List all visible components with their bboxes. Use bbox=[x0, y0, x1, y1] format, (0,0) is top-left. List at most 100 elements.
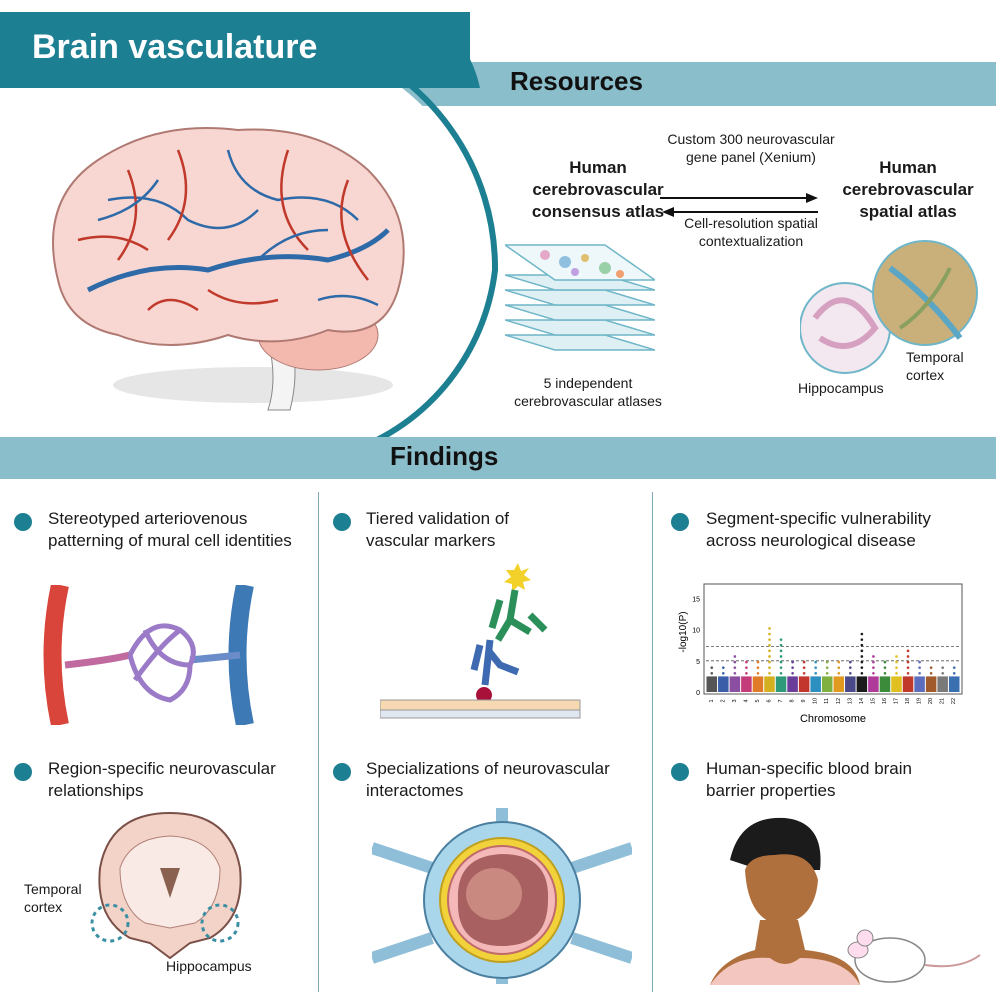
atlas-stack-icon bbox=[505, 244, 655, 351]
x-tick-label: 11 bbox=[824, 698, 830, 704]
snp-point bbox=[791, 660, 794, 664]
human-and-mouse-illustration bbox=[710, 817, 981, 985]
chromosome-snp-band bbox=[937, 676, 948, 692]
chromosome-snp-band bbox=[868, 676, 879, 692]
snp-point bbox=[941, 666, 944, 669]
chromosome-snp-band bbox=[798, 676, 810, 692]
snp-point bbox=[756, 671, 760, 675]
snp-point bbox=[918, 671, 921, 675]
snp-point bbox=[768, 660, 771, 664]
snp-point bbox=[768, 649, 771, 653]
chromosome-snp-band bbox=[925, 676, 937, 692]
x-tick-label: 5 bbox=[755, 699, 761, 702]
snp-point bbox=[860, 643, 864, 647]
column-divider-2 bbox=[652, 492, 653, 992]
snp-point bbox=[733, 660, 737, 664]
snp-point bbox=[825, 671, 829, 675]
title-bar-curve bbox=[370, 12, 480, 88]
x-tick-label: 7 bbox=[778, 699, 784, 702]
snp-point bbox=[860, 649, 864, 653]
x-tick-label: 15 bbox=[870, 698, 876, 704]
snp-point bbox=[768, 627, 771, 630]
snp-point bbox=[745, 671, 748, 675]
x-tick-label: 16 bbox=[882, 698, 888, 704]
snp-point bbox=[802, 671, 806, 675]
snp-point bbox=[768, 632, 771, 636]
snp-point bbox=[952, 666, 956, 669]
temporal-cortex-image-label: Temporal cortex bbox=[906, 349, 964, 383]
snp-point bbox=[779, 643, 783, 647]
chromosome-snp-band bbox=[729, 676, 741, 692]
snp-point bbox=[906, 671, 910, 675]
x-tick-label: 13 bbox=[847, 698, 853, 704]
finding-bullet bbox=[14, 513, 32, 531]
snp-point bbox=[779, 638, 783, 641]
snp-point bbox=[872, 660, 875, 664]
arteriovenous-illustration bbox=[43, 585, 254, 725]
findings-heading: Findings bbox=[390, 441, 499, 471]
x-tick-label: 3 bbox=[732, 699, 738, 702]
column-divider-1 bbox=[318, 492, 319, 992]
snp-point bbox=[779, 660, 783, 664]
plot-frame bbox=[703, 583, 963, 695]
snp-point bbox=[722, 671, 725, 675]
y-tick-label: 5 bbox=[696, 659, 700, 666]
x-tick-label: 21 bbox=[940, 698, 946, 704]
snp-point bbox=[883, 671, 887, 675]
snp-point bbox=[906, 660, 910, 664]
snp-point bbox=[918, 666, 921, 669]
snp-point bbox=[952, 671, 956, 675]
temporal-cortex-label: Temporal cortex bbox=[24, 881, 82, 915]
snp-point bbox=[768, 671, 771, 675]
chromosome-snp-band bbox=[891, 676, 902, 692]
x-tick-label: 10 bbox=[813, 698, 819, 704]
snp-point bbox=[814, 666, 817, 669]
chromosome-snp-band bbox=[810, 676, 821, 692]
snp-point bbox=[733, 655, 737, 658]
finding-bullet bbox=[671, 513, 689, 531]
snp-point bbox=[895, 666, 898, 669]
snp-point bbox=[837, 671, 841, 675]
findings-header-bar bbox=[0, 437, 996, 479]
finding-bullet bbox=[333, 513, 351, 531]
snp-point bbox=[710, 666, 714, 669]
finding-tiered-validation: Tiered validation of vascular markers bbox=[366, 509, 510, 550]
snp-point bbox=[929, 671, 933, 675]
spatial-contextualization-label: Cell-resolution spatial contextualizatio… bbox=[684, 215, 818, 249]
snp-point bbox=[825, 660, 829, 664]
snp-point bbox=[906, 649, 910, 653]
snp-point bbox=[779, 671, 783, 675]
chromosome-snp-band bbox=[845, 676, 856, 692]
x-tick-label: 8 bbox=[790, 699, 796, 702]
x-tick-label: 18 bbox=[905, 698, 911, 704]
spatial-tissue-images bbox=[800, 240, 978, 374]
y-tick-label: 15 bbox=[692, 596, 700, 603]
chromosome-snp-band bbox=[948, 676, 960, 692]
snp-point bbox=[849, 660, 852, 664]
snp-point bbox=[733, 671, 737, 675]
snp-point bbox=[860, 671, 864, 675]
y-tick-label: 10 bbox=[692, 628, 700, 635]
finding-bullet bbox=[671, 763, 689, 781]
snp-point bbox=[768, 666, 771, 669]
hippocampus-image-label: Hippocampus bbox=[798, 380, 884, 396]
snp-point bbox=[860, 632, 864, 636]
x-tick-label: 19 bbox=[917, 698, 923, 704]
exchange-arrows bbox=[660, 193, 818, 217]
finding-bullet bbox=[14, 763, 32, 781]
snp-point bbox=[756, 666, 760, 669]
resources-heading: Resources bbox=[510, 66, 643, 96]
y-axis-label: -log10(P) bbox=[678, 611, 689, 652]
x-tick-label: 4 bbox=[743, 699, 749, 702]
x-tick-label: 20 bbox=[928, 698, 934, 704]
finding-region-specific: Region-specific neurovascular relationsh… bbox=[48, 759, 276, 800]
snp-point bbox=[929, 666, 933, 669]
chromosome-snp-band bbox=[821, 676, 833, 692]
snp-point bbox=[779, 655, 783, 658]
x-tick-label: 12 bbox=[836, 698, 842, 704]
atlases-caption: 5 independent cerebrovascular atlases bbox=[514, 375, 662, 409]
y-tick-label: 0 bbox=[696, 690, 700, 697]
hippocampus-label: Hippocampus bbox=[166, 958, 252, 974]
snp-point bbox=[941, 671, 944, 675]
